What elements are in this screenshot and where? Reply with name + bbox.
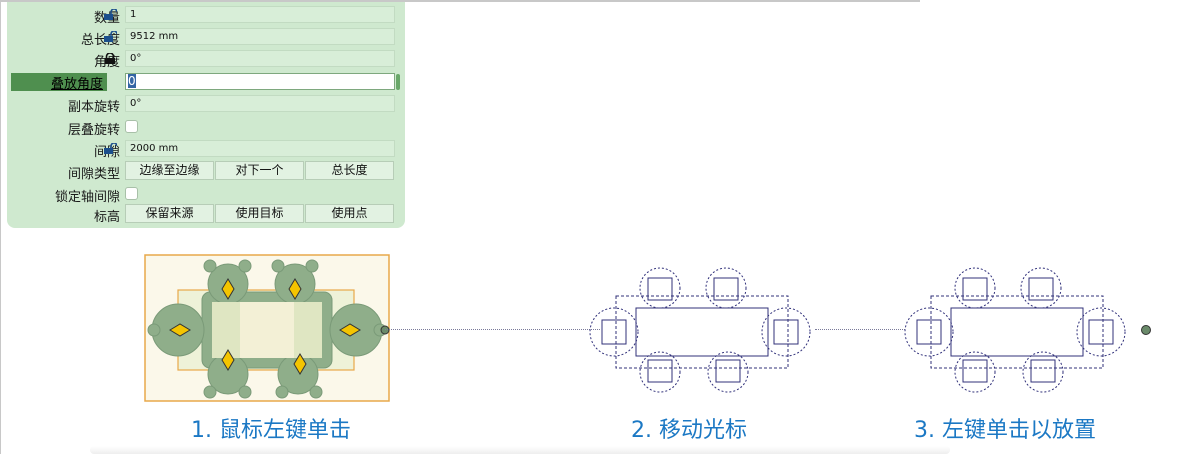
gap-field[interactable]: 2000 mm — [125, 140, 395, 157]
lock-closed-icon[interactable] — [103, 53, 117, 65]
row-quantity: 数量 1 — [7, 5, 405, 26]
left-separator — [0, 0, 1, 454]
bottom-shadow — [90, 446, 950, 454]
gap-type-total-length-button[interactable]: 总长度 — [305, 161, 394, 180]
copy-rotation-field[interactable]: 0° — [125, 95, 395, 112]
total-length-field[interactable]: 9512 mm — [125, 28, 395, 45]
drag-path-1 — [385, 329, 600, 330]
grip-arrows[interactable] — [169, 278, 361, 375]
moving-outline — [589, 267, 811, 393]
stack-angle-input[interactable]: 0 — [125, 73, 395, 90]
table-top — [240, 302, 294, 358]
layer-rotation-label: 层叠旋转 — [67, 123, 120, 138]
lock-open-icon[interactable] — [103, 31, 117, 43]
quantity-field[interactable]: 1 — [125, 6, 395, 23]
stack-angle-label: 叠放角度 — [11, 73, 107, 92]
elevation-label: 标高 — [93, 210, 120, 225]
selected-furniture-group[interactable] — [140, 252, 400, 407]
base-point-grip[interactable] — [380, 325, 390, 335]
top-separator — [0, 0, 920, 2]
lock-open-icon[interactable] — [103, 9, 117, 21]
lock-axis-gap-label: 锁定轴间隙 — [54, 190, 120, 205]
stack-angle-value: 0 — [128, 74, 136, 88]
elevation-keep-source-button[interactable]: 保留来源 — [125, 204, 214, 223]
placed-outline — [904, 267, 1126, 393]
row-stack-angle: 叠放角度 0 — [7, 72, 405, 92]
resize-handle[interactable] — [396, 74, 400, 90]
copy-rotation-label: 副本旋转 — [67, 100, 120, 115]
angle-field[interactable]: 0° — [125, 50, 395, 67]
array-properties-panel: 数量 1 总长度 9512 mm 角度 0° 叠放角度 0 副本旋转 0° 层叠… — [7, 2, 405, 228]
row-angle: 角度 0° — [7, 49, 405, 70]
gap-type-edge-to-edge-button[interactable]: 边缘至边缘 — [125, 161, 214, 180]
step-2-caption: 2. 移动光标 — [631, 418, 747, 443]
gap-type-label: 间隙类型 — [67, 167, 120, 182]
step-1-caption: 1. 鼠标左键单击 — [191, 418, 351, 443]
row-gap: 间隙 2000 mm — [7, 139, 405, 160]
row-total-length: 总长度 9512 mm — [7, 27, 405, 48]
lock-open-icon[interactable] — [103, 143, 117, 155]
row-layer-rotation: 层叠旋转 — [7, 117, 405, 138]
gap-type-options: 边缘至边缘 对下一个 总长度 — [125, 161, 395, 180]
row-copy-rotation: 副本旋转 0° — [7, 94, 405, 115]
row-gap-type: 间隙类型 边缘至边缘 对下一个 总长度 — [7, 161, 405, 182]
drag-path-2 — [815, 329, 905, 330]
row-elevation: 标高 保留来源 使用目标 使用点 — [7, 204, 405, 225]
gap-type-to-next-button[interactable]: 对下一个 — [215, 161, 304, 180]
table-leaf-right — [294, 302, 322, 358]
elevation-use-target-button[interactable]: 使用目标 — [215, 204, 304, 223]
elevation-options: 保留来源 使用目标 使用点 — [125, 204, 395, 223]
step-3-caption: 3. 左键单击以放置 — [914, 418, 1096, 443]
placement-point-grip[interactable] — [1141, 325, 1151, 335]
table-leaf-left — [212, 302, 240, 358]
lock-axis-gap-checkbox[interactable] — [125, 187, 138, 200]
elevation-use-point-button[interactable]: 使用点 — [305, 204, 394, 223]
layer-rotation-checkbox[interactable] — [125, 120, 138, 133]
row-lock-axis-gap: 锁定轴间隙 — [7, 184, 405, 205]
